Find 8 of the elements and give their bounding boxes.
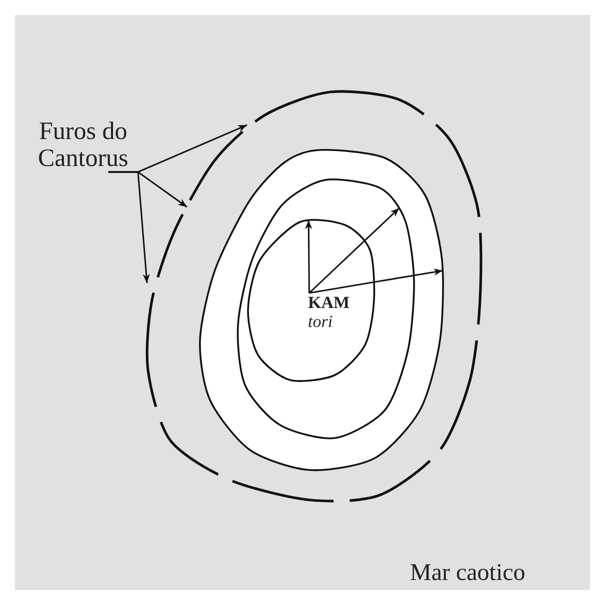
arrow — [308, 208, 400, 294]
arrow — [309, 268, 443, 294]
text-label: Furos do Cantorus — [38, 118, 128, 172]
text-label: Mar caotico — [410, 560, 526, 587]
text-label: tori — [307, 312, 334, 331]
arrow — [305, 220, 312, 293]
leader-arrow — [108, 171, 150, 284]
text-label: KAM — [307, 293, 351, 312]
